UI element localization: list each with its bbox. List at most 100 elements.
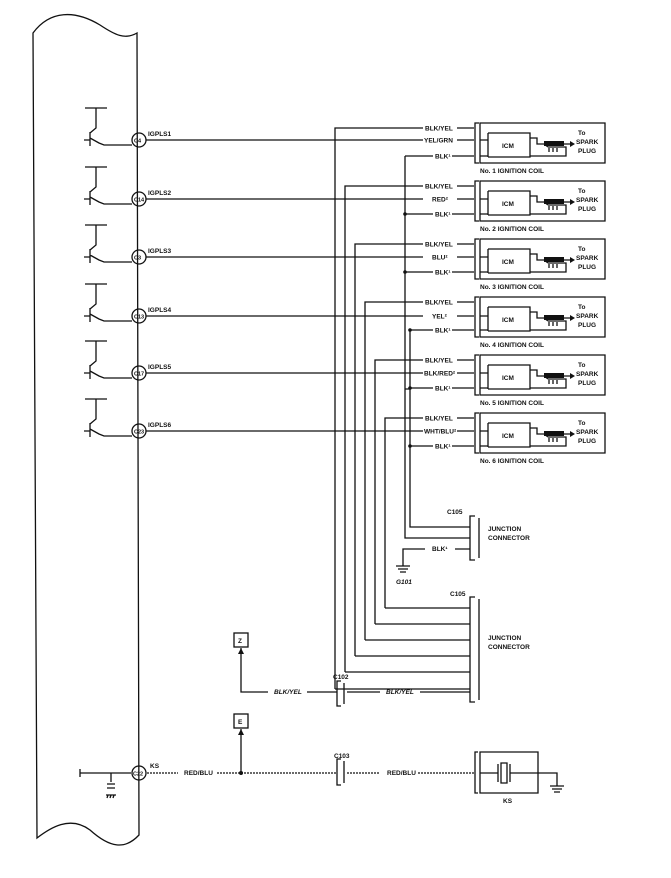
junction1-connector-label: C105 bbox=[447, 509, 463, 516]
pin-signal-label: IGPLS5 bbox=[148, 364, 172, 371]
ground-wire-verticals bbox=[404, 156, 470, 539]
wire-color-label: BLK¹ bbox=[435, 386, 451, 393]
wire-color-label: BLK¹ bbox=[435, 270, 451, 277]
wire-color-label: BLK/YEL bbox=[425, 184, 453, 191]
ignition-circuit-1: C4IGPLS1BLK/YELYEL/GRNBLK¹ICMToSPARKPLUG… bbox=[84, 107, 606, 690]
junction1-label-2: CONNECTOR bbox=[488, 535, 530, 542]
ecm-body-outline bbox=[32, 14, 140, 846]
ignition-circuit-3: C3IGPLS3BLK/YELBLU²BLK¹ICMToSPARKPLUGNo.… bbox=[84, 224, 606, 657]
pin-connector-label: C14 bbox=[134, 198, 145, 204]
knock-wire-left: RED/BLU bbox=[184, 770, 213, 777]
junction2-label-1: JUNCTION bbox=[488, 635, 522, 642]
ref-z-label: Z bbox=[238, 638, 242, 645]
ks-pin-connector: C22 bbox=[133, 772, 143, 778]
ks-pin-signal: KS bbox=[150, 763, 160, 770]
wire-color-label: RED² bbox=[432, 197, 449, 204]
transistor-icon bbox=[84, 107, 132, 146]
connector-c102-label: C102 bbox=[333, 674, 349, 681]
pin-connector-label: C23 bbox=[134, 430, 144, 436]
ignition-circuit-2: C14IGPLS2BLK/YELRED²BLK¹ICMToSPARKPLUGNo… bbox=[84, 166, 606, 673]
transistor-icon bbox=[84, 340, 132, 379]
wire-color-label: YEL/GRN bbox=[424, 138, 453, 145]
plug-label: PLUG bbox=[578, 264, 596, 271]
connector-c22-pin bbox=[131, 765, 147, 781]
to-label: To bbox=[578, 130, 585, 137]
wire-color-label: BLK/RED² bbox=[424, 371, 456, 378]
pin-signal-label: IGPLS2 bbox=[148, 190, 172, 197]
ref-z-wire-left: BLK/YEL bbox=[274, 689, 302, 696]
knock-sensor-circuit: E C22 KS RED/BLU C103 RED/BLU KS bbox=[79, 713, 564, 805]
icm-label: ICM bbox=[502, 317, 514, 324]
coil-name-label: No. 5 IGNITION COIL bbox=[480, 400, 544, 407]
plug-label: PLUG bbox=[578, 206, 596, 213]
wire-color-label: WHT/BLU² bbox=[424, 429, 457, 436]
icm-label: ICM bbox=[502, 143, 514, 150]
wire-color-label: YEL² bbox=[432, 314, 448, 321]
spark-label: SPARK bbox=[576, 429, 599, 436]
icm-label: ICM bbox=[502, 259, 514, 266]
icm-label: ICM bbox=[502, 201, 514, 208]
junction1-label-1: JUNCTION bbox=[488, 526, 522, 533]
spark-label: SPARK bbox=[576, 313, 599, 320]
pin-signal-label: IGPLS4 bbox=[148, 307, 172, 314]
knock-sensor-label: KS bbox=[503, 798, 513, 805]
pin-connector-label: C13 bbox=[134, 315, 144, 321]
knock-wire-right: RED/BLU bbox=[387, 770, 416, 777]
plug-label: PLUG bbox=[578, 380, 596, 387]
pin-signal-label: IGPLS6 bbox=[148, 422, 172, 429]
pin-connector-label: C3 bbox=[134, 256, 141, 262]
pin-connector-label: C4 bbox=[134, 139, 142, 145]
ref-e-label: E bbox=[238, 719, 243, 726]
plug-label: PLUG bbox=[578, 438, 596, 445]
wire-color-label: BLK/YEL bbox=[425, 300, 453, 307]
wire-color-label: BLK¹ bbox=[435, 212, 451, 219]
coil-name-label: No. 3 IGNITION COIL bbox=[480, 284, 544, 291]
to-label: To bbox=[578, 420, 585, 427]
spark-label: SPARK bbox=[576, 255, 599, 262]
ground-g101-label: G101 bbox=[396, 579, 412, 586]
junction-connector-c105-lower: C105 JUNCTION CONNECTOR bbox=[450, 591, 530, 703]
junction2-connector-label: C105 bbox=[450, 591, 466, 598]
pin-connector-label: C17 bbox=[134, 372, 144, 378]
to-label: To bbox=[578, 188, 585, 195]
reference-z: Z BLK/YEL C102 BLK/YEL bbox=[233, 632, 470, 707]
transistor-icon bbox=[84, 224, 132, 263]
pin-signal-label: IGPLS1 bbox=[148, 131, 172, 138]
connector-c103-label: C103 bbox=[334, 753, 350, 760]
ref-z-wire-right: BLK/YEL bbox=[386, 689, 414, 696]
plug-label: PLUG bbox=[578, 148, 596, 155]
plug-label: PLUG bbox=[578, 322, 596, 329]
ignition-circuit-5: C17IGPLS5BLK/YELBLK/RED²BLK¹ICMToSPARKPL… bbox=[84, 340, 606, 625]
icm-label: ICM bbox=[502, 433, 514, 440]
coil-name-label: No. 4 IGNITION COIL bbox=[480, 342, 544, 349]
spark-label: SPARK bbox=[576, 139, 599, 146]
junction-connector-c105-upper: C105 JUNCTION CONNECTOR BLK¹ G101 bbox=[396, 509, 530, 586]
wire-color-label: BLK/YEL bbox=[425, 126, 453, 133]
transistor-icon bbox=[84, 398, 132, 437]
to-label: To bbox=[578, 246, 585, 253]
transistor-icon bbox=[84, 283, 132, 322]
coil-name-label: No. 1 IGNITION COIL bbox=[480, 168, 544, 175]
to-label: To bbox=[578, 362, 585, 369]
coil-name-label: No. 2 IGNITION COIL bbox=[480, 226, 544, 233]
coil-name-label: No. 6 IGNITION COIL bbox=[480, 458, 544, 465]
spark-label: SPARK bbox=[576, 371, 599, 378]
wire-color-label: BLK¹ bbox=[435, 444, 451, 451]
wire-color-label: BLK¹ bbox=[435, 328, 451, 335]
wire-color-label: BLK¹ bbox=[435, 154, 451, 161]
wire-color-label: BLU² bbox=[432, 255, 448, 262]
to-label: To bbox=[578, 304, 585, 311]
transistor-icon bbox=[84, 166, 132, 205]
pin-signal-label: IGPLS3 bbox=[148, 248, 172, 255]
ks-ground-icon bbox=[550, 785, 564, 793]
wire-color-label: BLK/YEL bbox=[425, 416, 453, 423]
wire-color-label: BLK/YEL bbox=[425, 242, 453, 249]
